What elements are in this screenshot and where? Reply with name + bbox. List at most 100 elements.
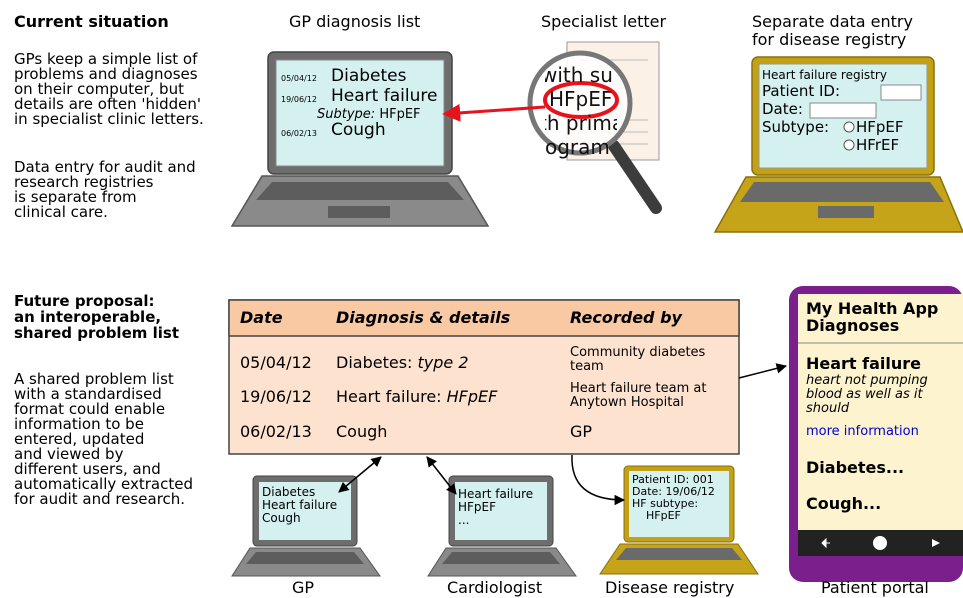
hfpef-highlight-circle [543,81,619,119]
table-header-diagnosis: Diagnosis & details [336,308,511,327]
registry-date-label: Date: [762,100,803,118]
gp-subtype-value: HFpEF [379,107,421,122]
letter-line: th prima [545,111,617,135]
app-item-heart-failure[interactable]: Heart failure [806,354,922,373]
red-arrow [442,103,546,122]
registry-option-hfpef: HFpEF [856,118,904,136]
app-more-information-link[interactable]: more information [806,424,919,439]
table-row-1-detail: type 2 [417,353,469,372]
current-para-2-line: clinical care. [14,203,108,221]
arrow-gp-table [338,456,382,493]
registry-patient-label: Patient ID: [762,82,841,100]
gp-diagnosis-list-title: GP diagnosis list [289,12,421,31]
registry-title-line: for disease registry [752,30,907,49]
registry-title-line: Separate data entry [752,12,913,31]
current-para-1-line: on their computer, but [14,80,184,98]
future-para-line: automatically extracted [14,475,193,493]
registry-laptop-line: HF subtype: [632,497,699,510]
current-para-1: GPs keep a simple list of problems and d… [14,52,204,127]
gp-subtype: Subtype: HFpEF [317,108,421,121]
phone-device [789,286,963,582]
table-row-2-dx: Heart failure: HFpEF [336,389,497,405]
table-row-1-dx-text: Diabetes: [336,353,418,372]
registry-laptop-line: Patient ID: 001 [632,473,714,486]
table-row-3-by: GP [570,422,593,441]
gp-dx-1: Diabetes [331,66,407,86]
current-para-2-line: is separate from [14,188,137,206]
home-button-icon [873,536,887,550]
gp-laptop-line: Heart failure [262,498,338,512]
disease-registry-label: Disease registry [605,578,735,597]
arrow-cardio-table [426,456,457,495]
registry-laptop-line: Date: 19/06/12 [632,485,715,498]
future-heading-line: an interoperable, [14,308,162,326]
gp-date-3: 06/02/13 [281,129,317,138]
shared-problem-table [228,299,740,455]
registry-laptop-bottom [599,465,759,575]
future-para-line: for audit and research. [14,490,186,508]
current-para-2: Data entry for audit and research regist… [14,160,196,220]
registry-subtype-label: Subtype: [762,118,830,136]
gp-date-1: 05/04/12 [281,74,317,83]
future-para: A shared problem list with a standardise… [14,372,193,507]
table-row-1-by: Community diabetes team [570,345,706,374]
gp-dx-2: Heart failure [331,86,438,106]
table-row-3-date: 06/02/13 [240,422,312,441]
app-title: My Health App Diagnoses [806,300,938,334]
table-header-recorded-by: Recorded by [570,308,682,327]
cardio-laptop-line: Heart failure [458,487,534,501]
app-title-line: Diagnoses [806,316,900,335]
letter-line: ogram [545,135,610,159]
registry-laptop-line: HFpEF [646,509,681,522]
future-para-line: format could enable [14,400,166,418]
future-para-line: information to be [14,415,144,433]
letter-line: with su [545,63,613,87]
gp-laptop-bottom [231,475,381,577]
cardiologist-label: Cardiologist [447,578,543,597]
current-para-1-line: GPs keep a simple list of [14,50,198,68]
table-row-1-date: 05/04/12 [240,353,312,372]
gp-date-2: 19/06/12 [281,95,317,104]
future-para-line: A shared problem list [14,370,174,388]
future-heading: Future proposal: an interoperable, share… [14,293,179,341]
cardio-laptop-line: ... [458,513,470,527]
registry-option-hfref: HFrEF [856,136,900,154]
gp-label: GP [292,578,315,597]
gp-laptop-line: Diabetes [262,485,316,499]
current-situation-heading: Current situation [14,12,169,31]
future-heading-line: shared problem list [14,324,179,342]
table-row-1-dx: Diabetes: type 2 [336,355,469,371]
registry-laptop-screen-text: Patient ID: 001 Date: 19/06/12 HF subtyp… [632,474,715,522]
patient-portal-label: Patient portal [821,578,929,597]
cardio-laptop-screen-text: Heart failure HFpEF ... [458,488,533,527]
specialist-letter-title: Specialist letter [541,12,667,31]
gp-dx-3: Cough [331,120,386,140]
gp-laptop-screen-text: Diabetes Heart failure Cough [262,486,337,525]
table-header-date: Date [240,308,283,327]
app-item-diabetes[interactable]: Diabetes... [806,458,905,477]
future-para-line: different users, and [14,460,161,478]
app-item-cough[interactable]: Cough... [806,494,882,513]
table-row-2-detail: HFpEF [446,387,498,406]
current-para-2-line: Data entry for audit and [14,158,196,176]
forward-arrow-icon [932,539,940,547]
registry-laptop-top [713,56,963,233]
current-para-1-line: problems and diagnoses [14,65,198,83]
table-row-3-dx: Cough [336,422,388,441]
letter-line: HFpEF [549,87,613,111]
back-arrow-icon [821,537,830,549]
gp-laptop-top [230,51,490,227]
cardiologist-laptop [427,475,577,577]
future-para-line: entered, updated [14,430,145,448]
table-row-2-by: Heart failure team at Anytown Hospital [570,381,707,410]
future-para-line: with a standardised [14,385,162,403]
table-row-2-dx-text: Heart failure: [336,387,447,406]
app-item-heart-failure-desc: heart not pumping blood as well as it sh… [806,373,928,416]
current-para-2-line: research registries [14,173,154,191]
gp-laptop-line: Cough [262,511,301,525]
magnifier-icon [527,50,662,214]
arrow-table-app [738,363,788,379]
letter-magnified-text: with su HFpEF th prima ogram [545,63,617,159]
cardio-laptop-line: HFpEF [458,500,497,514]
future-heading-line: Future proposal: [14,292,155,310]
